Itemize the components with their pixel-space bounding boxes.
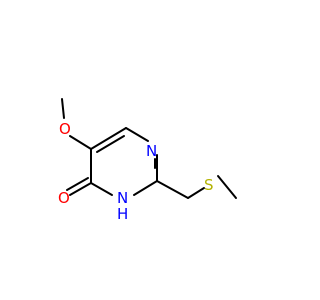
bond-c6-to-n1 [125,127,149,142]
carbonyl-oxygen-label: O [58,189,70,207]
bond-c4-to-carbonyl-oxygen-double [66,177,89,191]
ring-nitrogen-bottom-h-label: H [117,205,128,223]
bond-n3-to-c4 [90,182,113,196]
bond-sulfur-to-methyl [217,175,237,199]
bond-c5-to-c6 [90,127,127,150]
bond-c2-to-ch2 [156,180,189,199]
chemical-structure-diagram: O N S O N H [58,98,237,223]
bond-c2-to-n3 [133,180,158,196]
bond-c5-c6-double-inner [96,135,125,153]
bond-ch2-to-sulfur [187,187,205,199]
bond-c4-to-carbonyl-oxygen [69,182,92,196]
bond-methyl-to-methoxy-oxygen [61,98,65,119]
ring-nitrogen-bottom-n-label: N [117,189,128,207]
ring-nitrogen-top-label: N [146,142,157,160]
bond-methoxy-oxygen-to-c5 [69,135,92,150]
methoxy-oxygen-label: O [59,120,71,138]
sulfur-label: S [204,176,214,194]
bonds [61,98,237,199]
